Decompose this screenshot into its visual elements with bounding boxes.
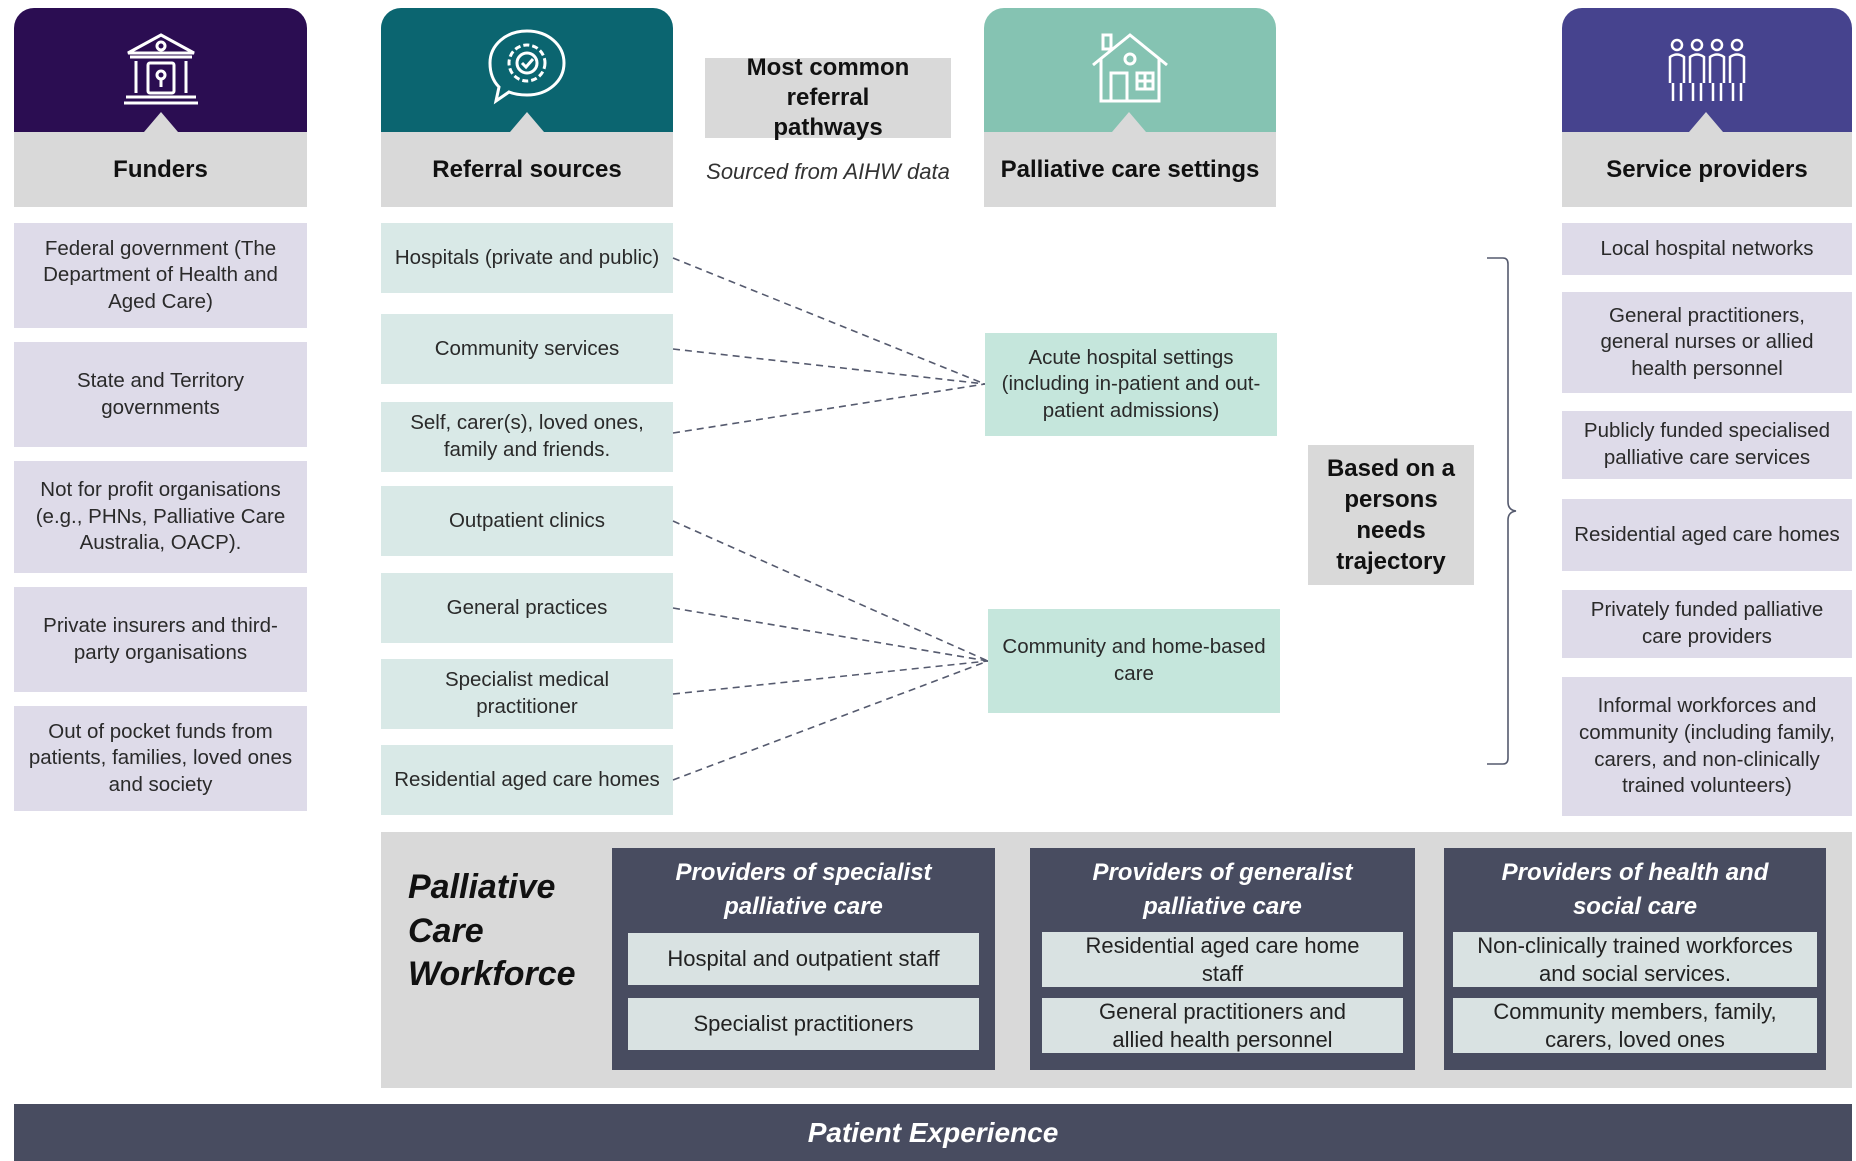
people-group-icon [1662,23,1752,118]
pathways-note: Most common referral pathways [705,54,951,141]
service-provider-item: Residential aged care homes [1562,499,1852,571]
service-provider-item: Publicly funded specialised palliative c… [1562,411,1852,479]
workforce-item: Specialist practitioners [628,998,979,1050]
workforce-title: Palliative Care Workforce [408,868,576,994]
funder-item: Private insurers and third-party organis… [14,587,307,692]
workforce-group-title: Providers of generalist palliative care [1092,859,1353,920]
settings-header [984,8,1276,132]
setting-item-community-home: Community and home-based care [988,609,1280,713]
workforce-group-title: Providers of health and social care [1501,859,1769,920]
referral-source-item: Community services [381,314,673,384]
funder-item: State and Territory governments [14,342,307,447]
referral-source-item: Hospitals (private and public) [381,223,673,293]
funders-header [14,8,307,132]
government-building-icon [116,23,206,118]
settings-title: Palliative care settings [984,132,1276,207]
service-providers-title: Service providers [1562,132,1852,207]
funder-item: Federal government (The Department of He… [14,223,307,328]
workforce-item: Community members, family, carers, loved… [1453,998,1817,1053]
providers-bracket [1487,257,1517,765]
workforce-group-specialist: Providers of specialist palliative care … [612,848,995,1070]
referral-pathway-lines [672,257,1517,781]
service-providers-header [1562,8,1852,132]
referral-source-item: Self, carer(s), loved ones, family and f… [381,402,673,472]
funder-item: Not for profit organisations (e.g., PHNs… [14,461,307,573]
workforce-group-title: Providers of specialist palliative care [675,859,932,920]
workforce-item: General practitioners and allied health … [1042,998,1403,1053]
setting-item-acute-hospital: Acute hospital settings (including in-pa… [985,333,1277,436]
referral-sources-header [381,8,673,132]
gear-chat-icon [482,23,572,118]
referral-source-item: Outpatient clinics [381,486,673,556]
referral-sources-title: Referral sources [381,132,673,207]
pathways-source: Sourced from AIHW data [706,159,950,184]
service-provider-item: Informal workforces and community (inclu… [1562,677,1852,816]
workforce-group-generalist: Providers of generalist palliative care … [1030,848,1415,1070]
referral-source-item: Residential aged care homes [381,745,673,815]
workforce-group-health-social: Providers of health and social care Non-… [1444,848,1826,1070]
service-provider-item: Local hospital networks [1562,223,1852,275]
trajectory-note: Based on a persons needs trajectory [1308,445,1474,585]
funders-title: Funders [14,132,307,207]
workforce-item: Non-clinically trained workforces and so… [1453,932,1817,987]
workforce-item: Hospital and outpatient staff [628,933,979,985]
funder-item: Out of pocket funds from patients, famil… [14,706,307,811]
referral-source-item: Specialist medical practitioner [381,659,673,729]
referral-source-item: General practices [381,573,673,643]
house-icon [1085,23,1175,118]
service-provider-item: General practitioners, general nurses or… [1562,292,1852,393]
workforce-item: Residential aged care home staff [1042,932,1403,987]
service-provider-item: Privately funded palliative care provide… [1562,590,1852,658]
patient-experience-bar: Patient Experience [14,1104,1852,1161]
